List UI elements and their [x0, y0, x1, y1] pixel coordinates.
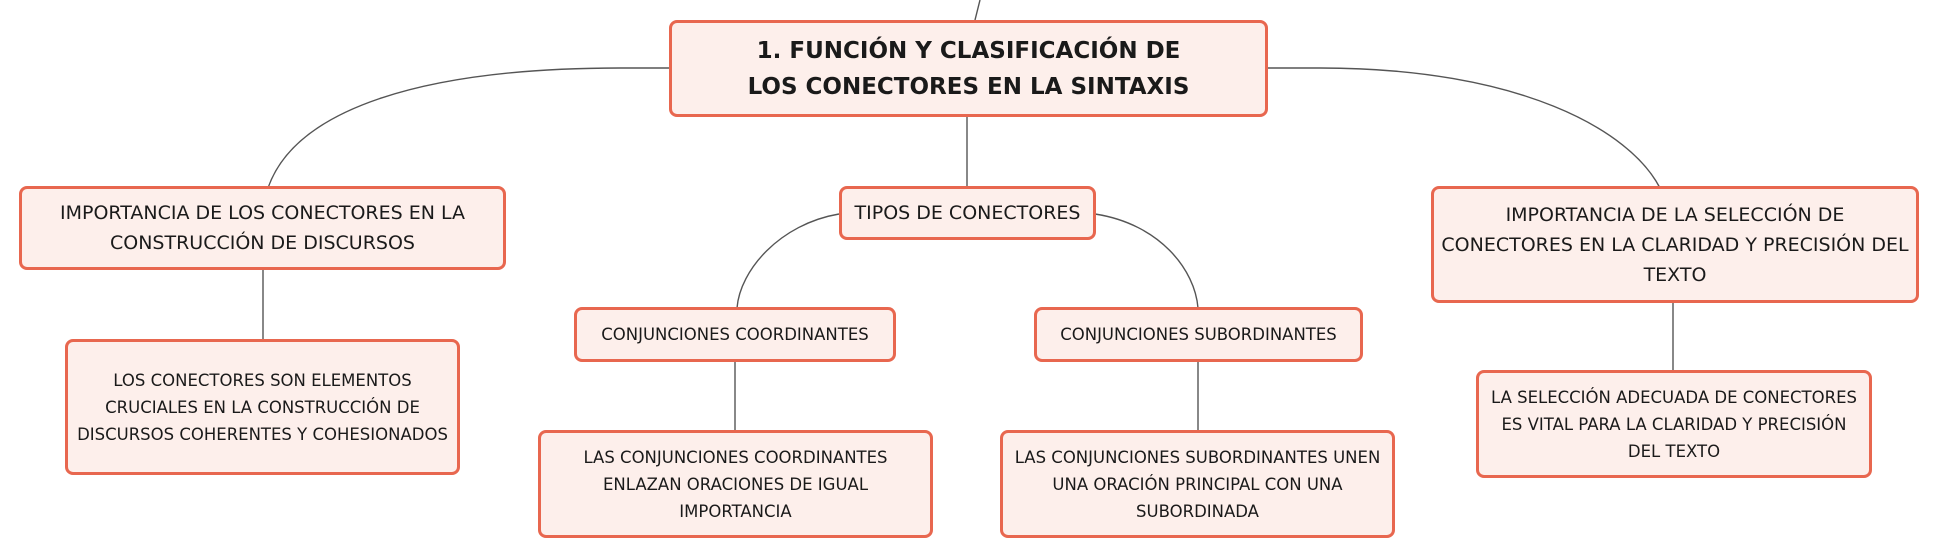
connector-root-left	[267, 67, 669, 189]
subordinantes-detail-node[interactable]: LAS CONJUNCIONES SUBORDINANTES UNEN UNA …	[1000, 430, 1395, 538]
left-topic-node[interactable]: IMPORTANCIA DE LOS CONECTORES EN LA CONS…	[19, 186, 506, 270]
subordinantes-detail-text: LAS CONJUNCIONES SUBORDINANTES UNEN UNA …	[1014, 447, 1381, 521]
right-detail-text: LA SELECCIÓN ADECUADA DE CONECTORES ES V…	[1491, 387, 1857, 461]
center-topic-node[interactable]: TIPOS DE CONECTORES	[839, 186, 1096, 240]
left-topic-text: IMPORTANCIA DE LOS CONECTORES EN LA CONS…	[60, 202, 465, 254]
coordinantes-node[interactable]: CONJUNCIONES COORDINANTES	[574, 307, 896, 362]
connector-root-right	[1268, 67, 1661, 189]
coordinantes-detail-node[interactable]: LAS CONJUNCIONES COORDINANTES ENLAZAN OR…	[538, 430, 933, 538]
coordinantes-detail-text: LAS CONJUNCIONES COORDINANTES ENLAZAN OR…	[583, 447, 888, 521]
right-topic-node[interactable]: IMPORTANCIA DE LA SELECCIÓN DE CONECTORE…	[1431, 186, 1919, 303]
left-detail-text: LOS CONECTORES SON ELEMENTOS CRUCIALES E…	[77, 370, 448, 444]
subordinantes-node[interactable]: CONJUNCIONES SUBORDINANTES	[1034, 307, 1363, 362]
subordinantes-text: CONJUNCIONES SUBORDINANTES	[1060, 325, 1337, 344]
center-topic-text: TIPOS DE CONECTORES	[854, 202, 1081, 224]
connector-center-subordinantes	[1094, 213, 1199, 309]
connector-parent-root	[974, 0, 981, 21]
root-node[interactable]: 1. FUNCIÓN Y CLASIFICACIÓN DE LOS CONECT…	[669, 20, 1268, 117]
connector-center-coordinantes	[736, 213, 840, 309]
root-node-text: 1. FUNCIÓN Y CLASIFICACIÓN DE LOS CONECT…	[747, 37, 1190, 100]
right-topic-text: IMPORTANCIA DE LA SELECCIÓN DE CONECTORE…	[1441, 203, 1909, 286]
coordinantes-text: CONJUNCIONES COORDINANTES	[601, 325, 869, 344]
right-detail-node[interactable]: LA SELECCIÓN ADECUADA DE CONECTORES ES V…	[1476, 370, 1872, 478]
left-detail-node[interactable]: LOS CONECTORES SON ELEMENTOS CRUCIALES E…	[65, 339, 460, 475]
